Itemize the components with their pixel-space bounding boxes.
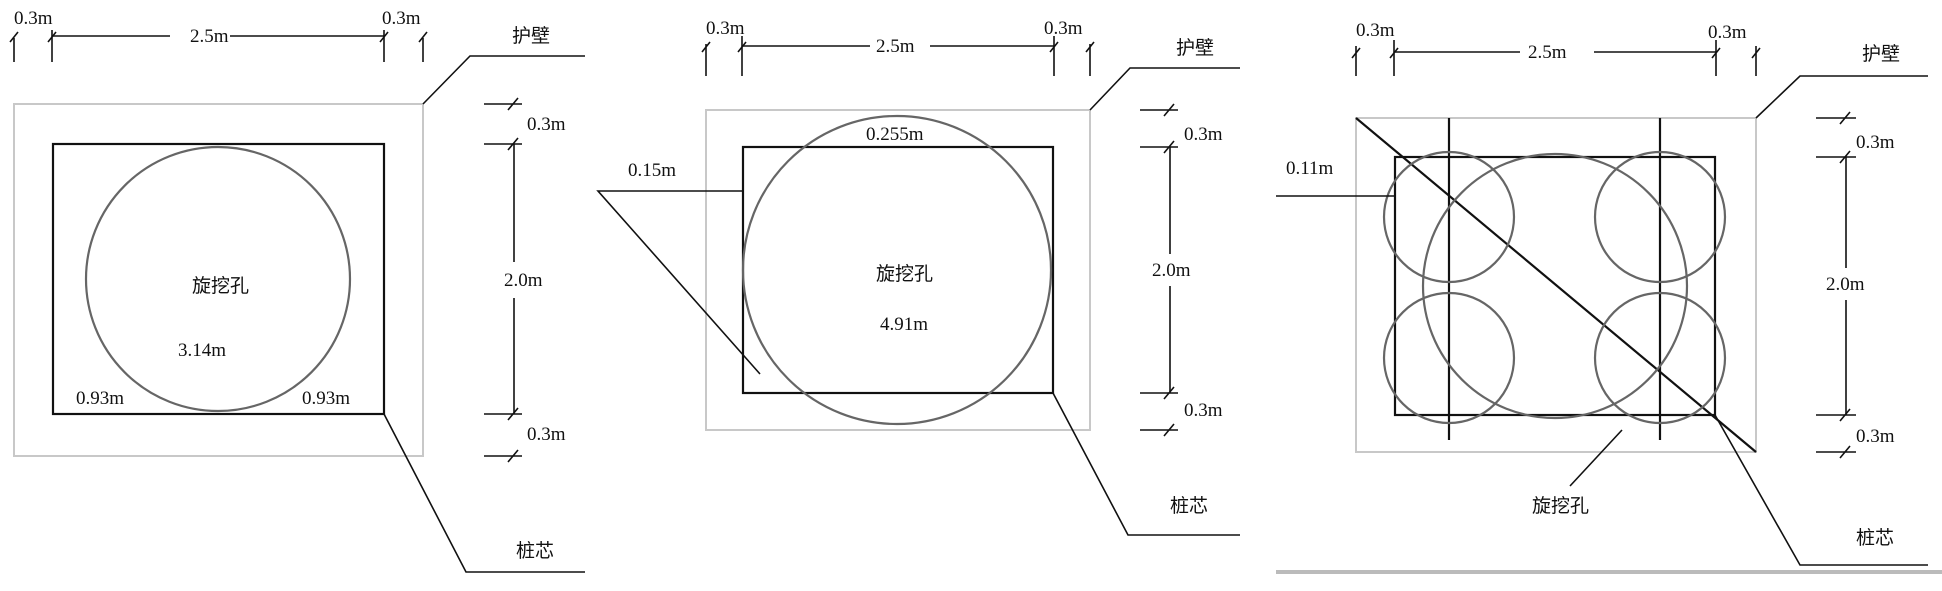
rotary-hole-circle-tl	[1382, 150, 1516, 284]
rotary-hole-circle-center	[1421, 152, 1689, 420]
retaining-wall-outline	[13, 103, 424, 457]
dim-core-height: 2.0m	[1826, 274, 1865, 295]
dim-wall-left: 0.3m	[14, 8, 53, 29]
corner-right-label: 0.93m	[302, 388, 350, 409]
hole-label: 旋挖孔	[1532, 495, 1589, 517]
corner-left-label: 0.93m	[76, 388, 124, 409]
pile-core-label: 桩芯	[516, 540, 554, 562]
pile-core-outline	[51, 142, 386, 416]
rotary-hole-circle-tr	[1593, 150, 1727, 284]
wall-leader	[422, 55, 585, 105]
wall-leader	[1089, 67, 1240, 111]
wall-leader	[1755, 75, 1928, 119]
dim-core-width: 2.5m	[1528, 42, 1567, 63]
area-label: 3.14m	[178, 340, 226, 361]
retaining-wall-label: 护壁	[1176, 37, 1214, 59]
right-dimension: 0.3m 2.0m 0.3m	[1816, 111, 1895, 459]
rotary-hole-circle-br	[1593, 291, 1727, 425]
top-dimension: 0.3m 2.5m 0.3m	[9, 8, 428, 62]
dim-wall-right: 0.3m	[1044, 18, 1083, 39]
side-gap-leader	[596, 190, 761, 375]
core-leader	[1714, 414, 1928, 566]
dim-core-height: 2.0m	[1152, 260, 1191, 281]
panel-3: 0.3m 2.5m 0.3m 0.11m 旋挖孔 护壁 桩芯	[1276, 20, 1942, 574]
dim-bottom: 0.3m	[1184, 400, 1223, 421]
dim-wall-right: 0.3m	[1708, 22, 1747, 43]
dim-core-width: 2.5m	[876, 36, 915, 57]
dim-wall-left: 0.3m	[706, 18, 745, 39]
dim-core-height: 2.0m	[504, 270, 543, 291]
retaining-wall-label: 护壁	[512, 25, 550, 47]
rotary-hole-circle	[741, 114, 1053, 426]
top-dimension: 0.3m 2.5m 0.3m	[1351, 20, 1761, 76]
side-gap-label: 0.11m	[1286, 158, 1334, 179]
core-leader	[383, 413, 585, 573]
panel-2: 0.3m 2.5m 0.3m 0.255m 旋挖孔 4.91m 0.15m 护壁…	[596, 18, 1240, 536]
pile-core-label: 桩芯	[1856, 527, 1894, 549]
diagonal-line	[1355, 117, 1757, 453]
dim-top: 0.3m	[527, 114, 566, 135]
right-dimension: 0.3m 2.0m 0.3m	[1140, 103, 1223, 437]
dim-top: 0.3m	[1856, 132, 1895, 153]
right-dimension: 0.3m 2.0m 0.3m	[484, 97, 566, 463]
top-dimension: 0.3m 2.5m 0.3m	[701, 18, 1095, 76]
dim-bottom: 0.3m	[527, 424, 566, 445]
panel-1: 0.3m 2.5m 0.3m 旋挖孔 3.14m 0.93m 0.93m 护壁 …	[9, 8, 585, 573]
area-label: 4.91m	[880, 314, 928, 335]
retaining-wall-label: 护壁	[1862, 43, 1900, 65]
rotary-hole-circle-bl	[1382, 291, 1516, 425]
dim-bottom: 0.3m	[1856, 426, 1895, 447]
hole-leader	[1569, 429, 1623, 487]
rotary-hole-circle	[84, 145, 352, 413]
dim-top: 0.3m	[1184, 124, 1223, 145]
retaining-wall-outline	[705, 109, 1091, 431]
side-gap-label: 0.15m	[628, 160, 676, 181]
hole-label: 旋挖孔	[192, 275, 249, 297]
dim-wall-right: 0.3m	[382, 8, 421, 29]
dim-core-width: 2.5m	[190, 26, 229, 47]
hole-label: 旋挖孔	[876, 263, 933, 285]
pile-core-label: 桩芯	[1170, 495, 1208, 517]
core-leader	[1052, 392, 1240, 536]
retaining-wall-outline	[1355, 117, 1757, 453]
top-gap-label: 0.255m	[866, 124, 924, 145]
dim-wall-left: 0.3m	[1356, 20, 1395, 41]
pile-core-outline	[1393, 155, 1717, 417]
